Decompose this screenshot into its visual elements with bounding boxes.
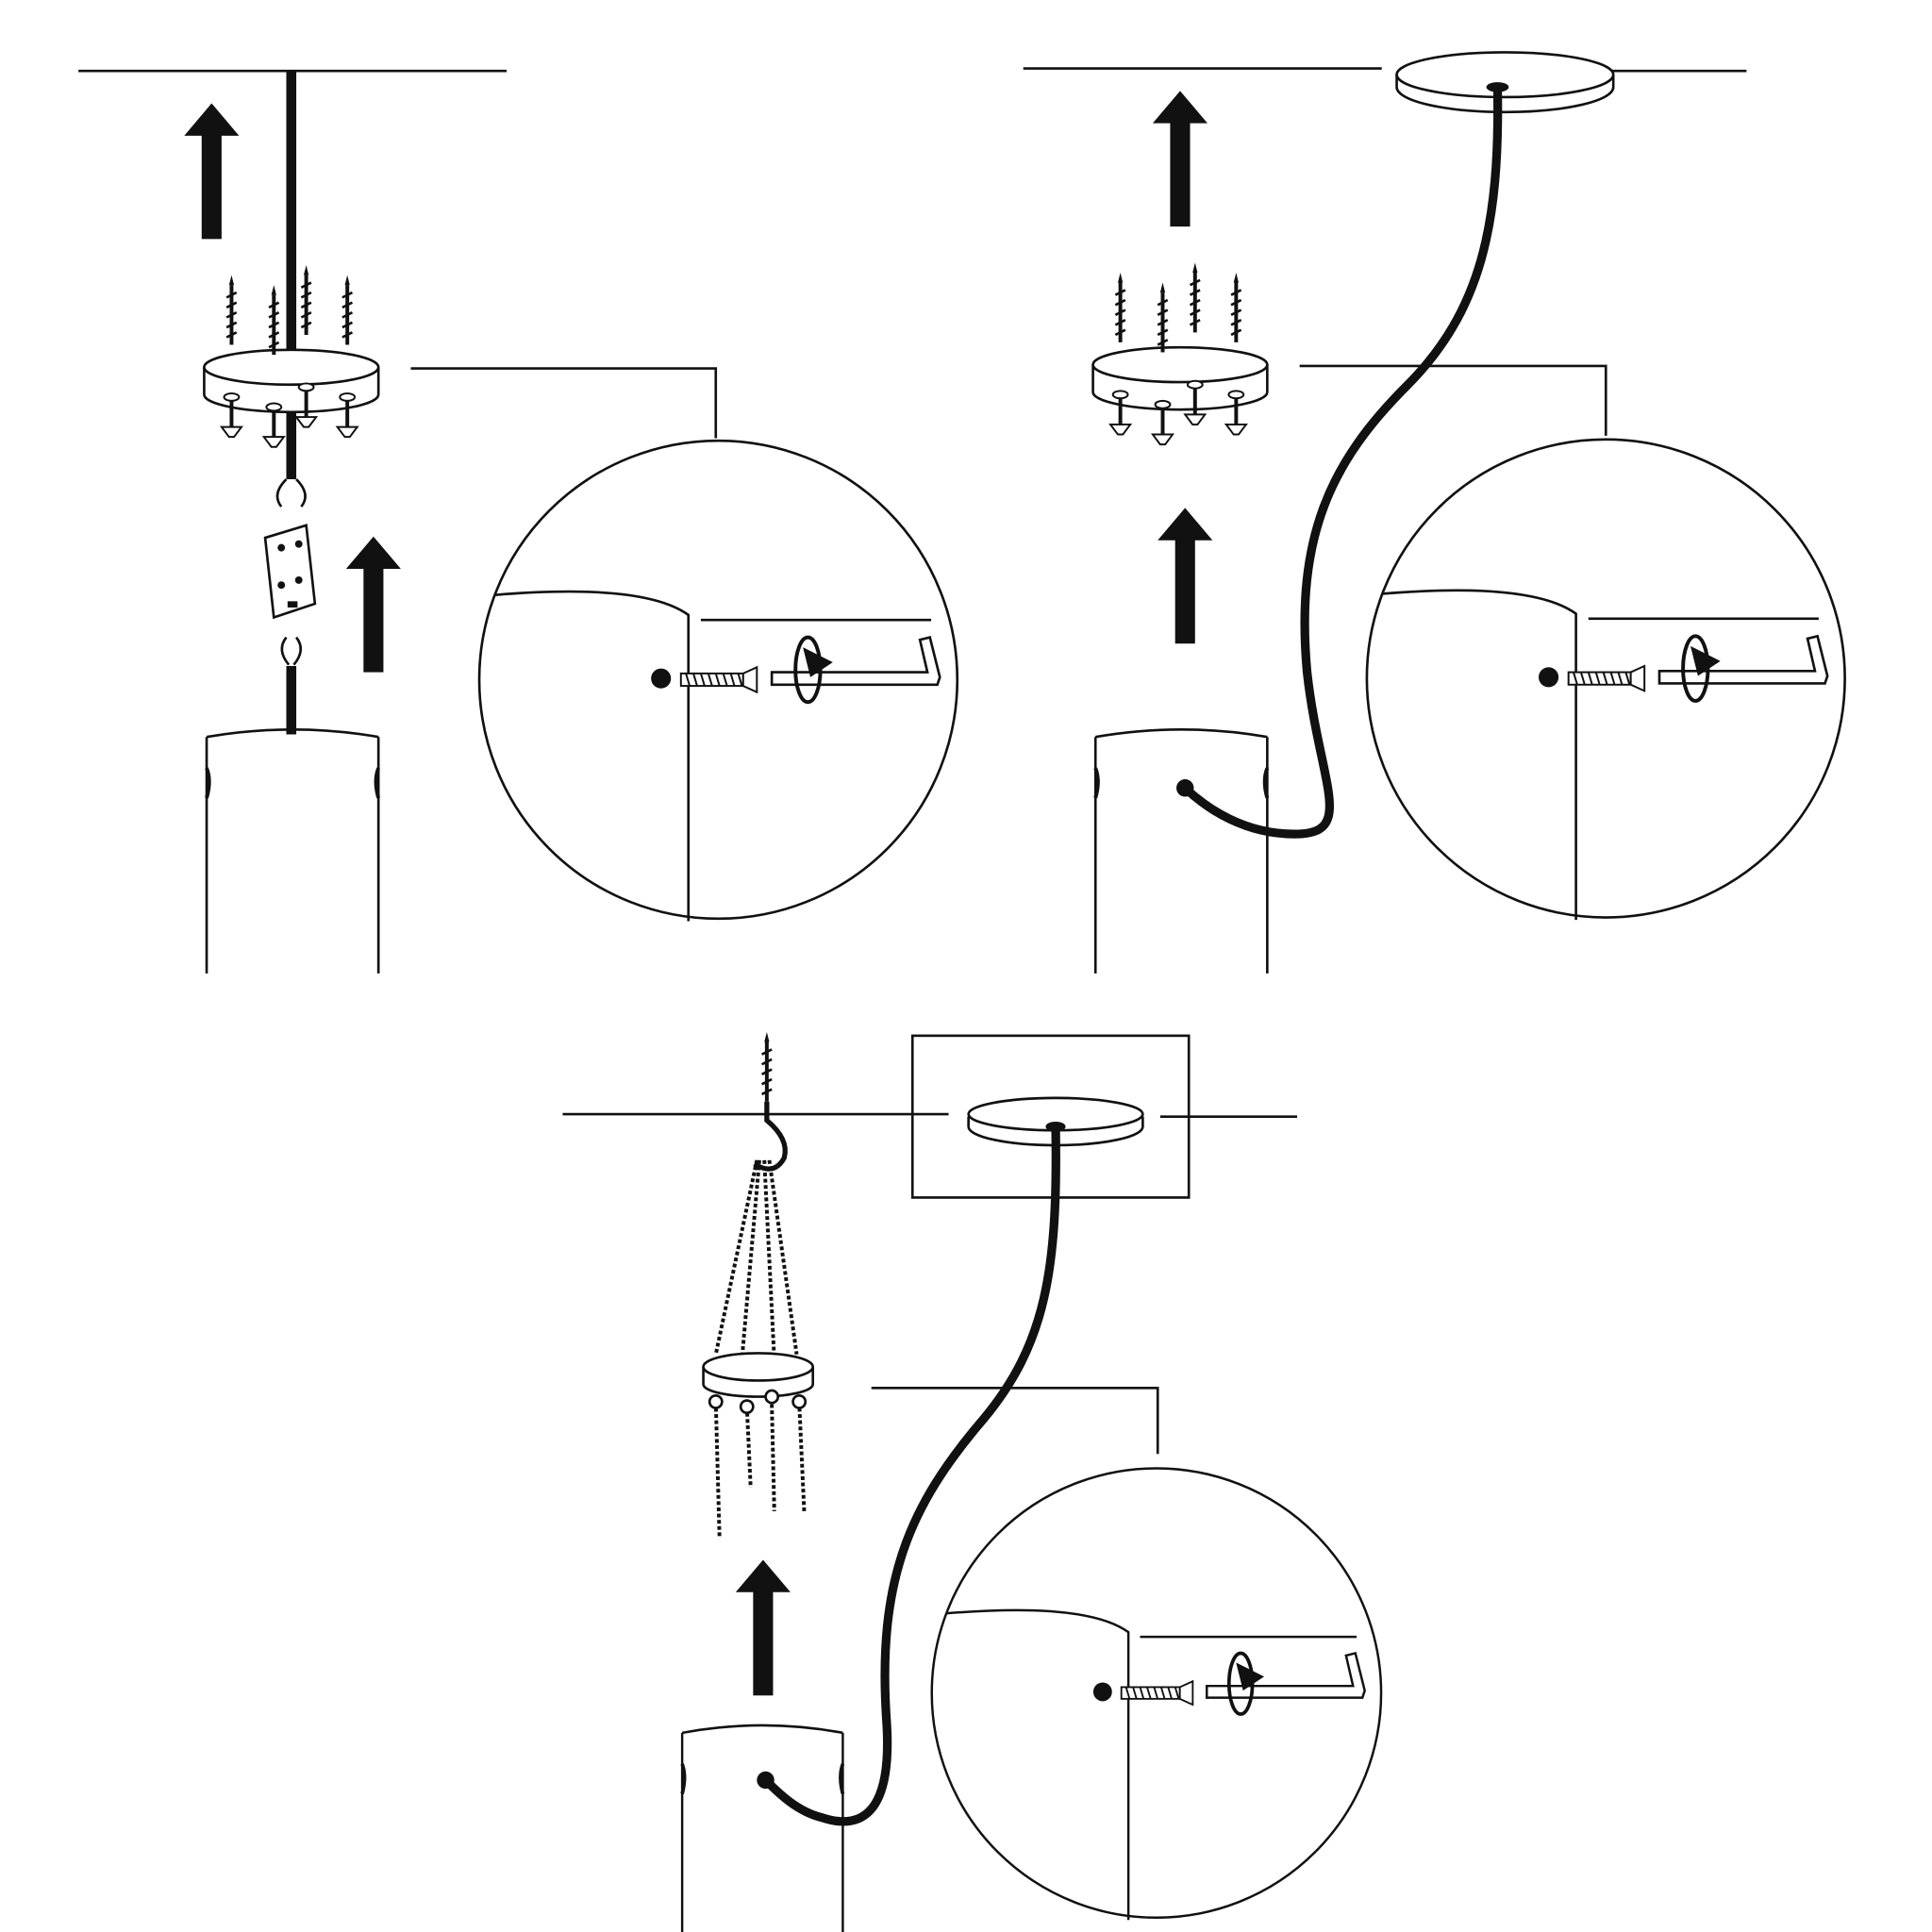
pendant-shade [680, 1723, 845, 1932]
step-3-panel [562, 1029, 1383, 1932]
power-cable [1182, 87, 1503, 839]
suspension-chains [713, 1159, 807, 1540]
ceiling-canopy [1093, 262, 1268, 444]
arrow-up-icon [735, 1559, 791, 1696]
arrow-up-icon [1158, 508, 1213, 644]
arrow-up-icon [184, 103, 240, 240]
arrow-up-icon [345, 536, 401, 673]
detail-magnifier [477, 439, 959, 924]
callout-leader [410, 367, 718, 439]
detail-magnifier [1364, 437, 1847, 923]
ceiling-hook [753, 1029, 788, 1172]
ceiling-canopy [702, 1352, 815, 1415]
step-1-panel [78, 69, 959, 975]
fixture-wires [280, 636, 302, 666]
callout-leader [871, 1387, 1159, 1455]
detail-magnifier [929, 1466, 1383, 1923]
power-cable [762, 1126, 1060, 1826]
wire-ends [275, 478, 307, 508]
mounted-canopy [1395, 51, 1615, 114]
callout-leader [1299, 364, 1607, 436]
arrow-up-icon [1152, 91, 1208, 227]
terminal-block [263, 524, 317, 620]
pendant-shade [1093, 727, 1270, 975]
step-2-panel [1023, 51, 1847, 975]
inset-frame [910, 1034, 1191, 1199]
pendant-shade [205, 727, 381, 975]
